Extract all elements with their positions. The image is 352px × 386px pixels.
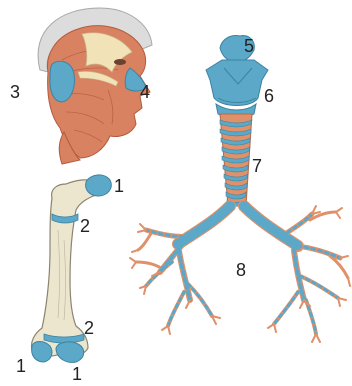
ear-cartilage: [50, 61, 75, 102]
label-epiglottis: 5: [244, 36, 254, 56]
femur-head-cartilage: [86, 175, 112, 196]
eye: [114, 59, 126, 65]
head-figure: [38, 8, 152, 164]
label-trachea: 7: [252, 156, 262, 176]
label-condyle-left: 1: [16, 356, 26, 376]
label-femur-lower-ring: 2: [84, 318, 94, 338]
label-condyle-right: 1: [72, 364, 82, 384]
femur-condyle-left: [32, 342, 52, 363]
label-bronchi: 8: [236, 260, 246, 280]
label-nose: 4: [140, 82, 150, 102]
label-ear: 3: [10, 82, 20, 102]
femur-figure: [31, 175, 111, 362]
airway-figure: [130, 36, 350, 343]
femur-condyle-right: [56, 342, 84, 362]
label-femur-head: 1: [114, 176, 124, 196]
label-femur-upper-ring: 2: [80, 216, 90, 236]
label-larynx: 6: [264, 86, 274, 106]
